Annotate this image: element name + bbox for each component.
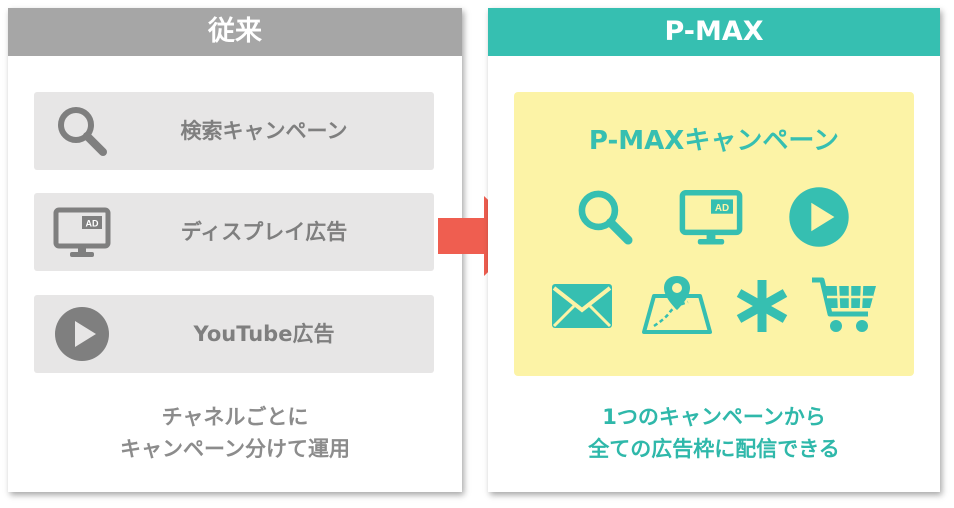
search-campaign-box: 検索キャンペーン	[34, 92, 434, 170]
search-campaign-label: 検索キャンペーン	[180, 119, 348, 143]
play-icon	[55, 307, 109, 361]
pmax-campaign-box: P-MAXキャンペーン AD	[514, 92, 914, 376]
pmax-caption-line-1: 1つのキャンペーンから	[602, 405, 826, 429]
pmax-header: P-MAX	[488, 8, 940, 56]
pmax-caption: 1つのキャンペーンから 全ての広告枠に配信できる	[488, 401, 940, 465]
youtube-ad-box: YouTube広告	[34, 295, 434, 373]
pmax-campaign-title: P-MAXキャンペーン	[588, 126, 840, 156]
legacy-panel: 従来 検索キャンペーン AD ディスプレイ広告 YouTube広告 チャネルごと…	[8, 8, 462, 492]
display-ad-icon: AD	[679, 190, 743, 245]
legacy-caption: チャネルごとに キャンペーン分けて運用	[8, 401, 462, 465]
shopping-cart-icon	[812, 277, 876, 332]
play-icon	[789, 187, 849, 247]
legacy-caption-line-2: キャンペーン分けて運用	[120, 437, 350, 461]
display-ad-label: ディスプレイ広告	[180, 220, 348, 244]
asterisk-icon	[736, 280, 788, 332]
legacy-header: 従来	[8, 8, 462, 56]
map-pin-icon	[642, 276, 712, 334]
mail-icon	[552, 284, 612, 328]
ad-badge-text: AD	[715, 203, 729, 214]
ad-badge-text: AD	[86, 219, 99, 229]
display-ad-box: AD ディスプレイ広告	[34, 193, 434, 271]
legacy-caption-line-1: チャネルごとに	[161, 405, 309, 429]
search-icon	[58, 107, 107, 156]
search-icon	[578, 190, 633, 245]
pmax-panel: P-MAX P-MAXキャンペーン AD	[488, 8, 940, 492]
display-ad-icon: AD	[53, 207, 111, 257]
pmax-caption-line-2: 全ての広告枠に配信できる	[588, 437, 840, 461]
youtube-ad-label: YouTube広告	[193, 322, 335, 346]
